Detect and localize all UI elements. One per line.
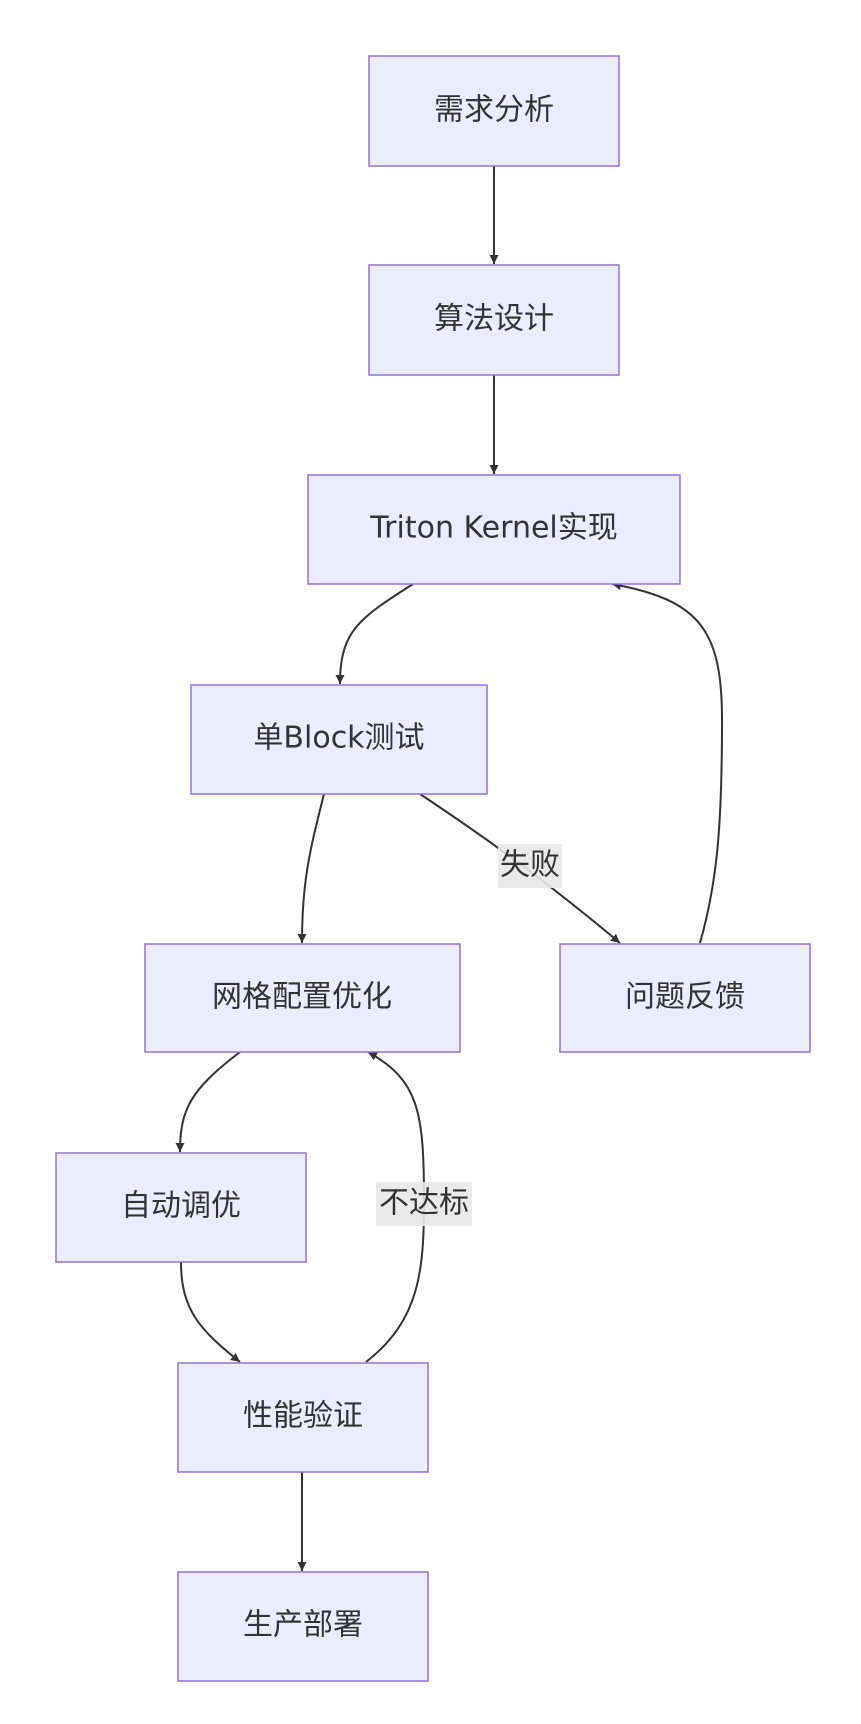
- node-autotune: 自动调优: [55, 1152, 307, 1263]
- node-grid-opt: 网格配置优化: [144, 943, 461, 1053]
- edge-label-not-met: 不达标: [376, 1182, 472, 1226]
- edge-autotune-to-perf-verify: [180, 1261, 241, 1363]
- edge-grid-opt-to-autotune: [175, 1051, 241, 1153]
- edges: [175, 166, 724, 1571]
- svg-text:失败: 失败: [500, 848, 560, 883]
- node-feedback: 问题反馈: [559, 943, 811, 1053]
- svg-text:网格配置优化: 网格配置优化: [212, 980, 392, 1015]
- svg-text:算法设计: 算法设计: [434, 302, 554, 337]
- svg-text:生产部署: 生产部署: [243, 1608, 363, 1643]
- edge-triton-to-block-test: [335, 583, 414, 685]
- edge-label-fail: 失败: [498, 844, 562, 888]
- edge-block-test-to-grid-opt: [297, 793, 325, 944]
- svg-text:问题反馈: 问题反馈: [625, 980, 745, 1015]
- edge-feedback-to-triton: [611, 581, 724, 944]
- node-triton-kernel: Triton Kernel实现: [307, 474, 681, 585]
- svg-text:Triton Kernel实现: Triton Kernel实现: [369, 511, 618, 546]
- node-deploy: 生产部署: [177, 1571, 429, 1682]
- svg-text:单Block测试: 单Block测试: [253, 721, 424, 756]
- node-algorithm: 算法设计: [368, 264, 620, 376]
- svg-text:自动调优: 自动调优: [121, 1189, 241, 1224]
- svg-text:性能验证: 性能验证: [243, 1399, 363, 1434]
- svg-text:不达标: 不达标: [379, 1186, 469, 1221]
- svg-text:需求分析: 需求分析: [434, 93, 554, 128]
- node-requirements: 需求分析: [368, 55, 620, 167]
- node-perf-verify: 性能验证: [177, 1362, 429, 1473]
- node-block-test: 单Block测试: [190, 684, 488, 795]
